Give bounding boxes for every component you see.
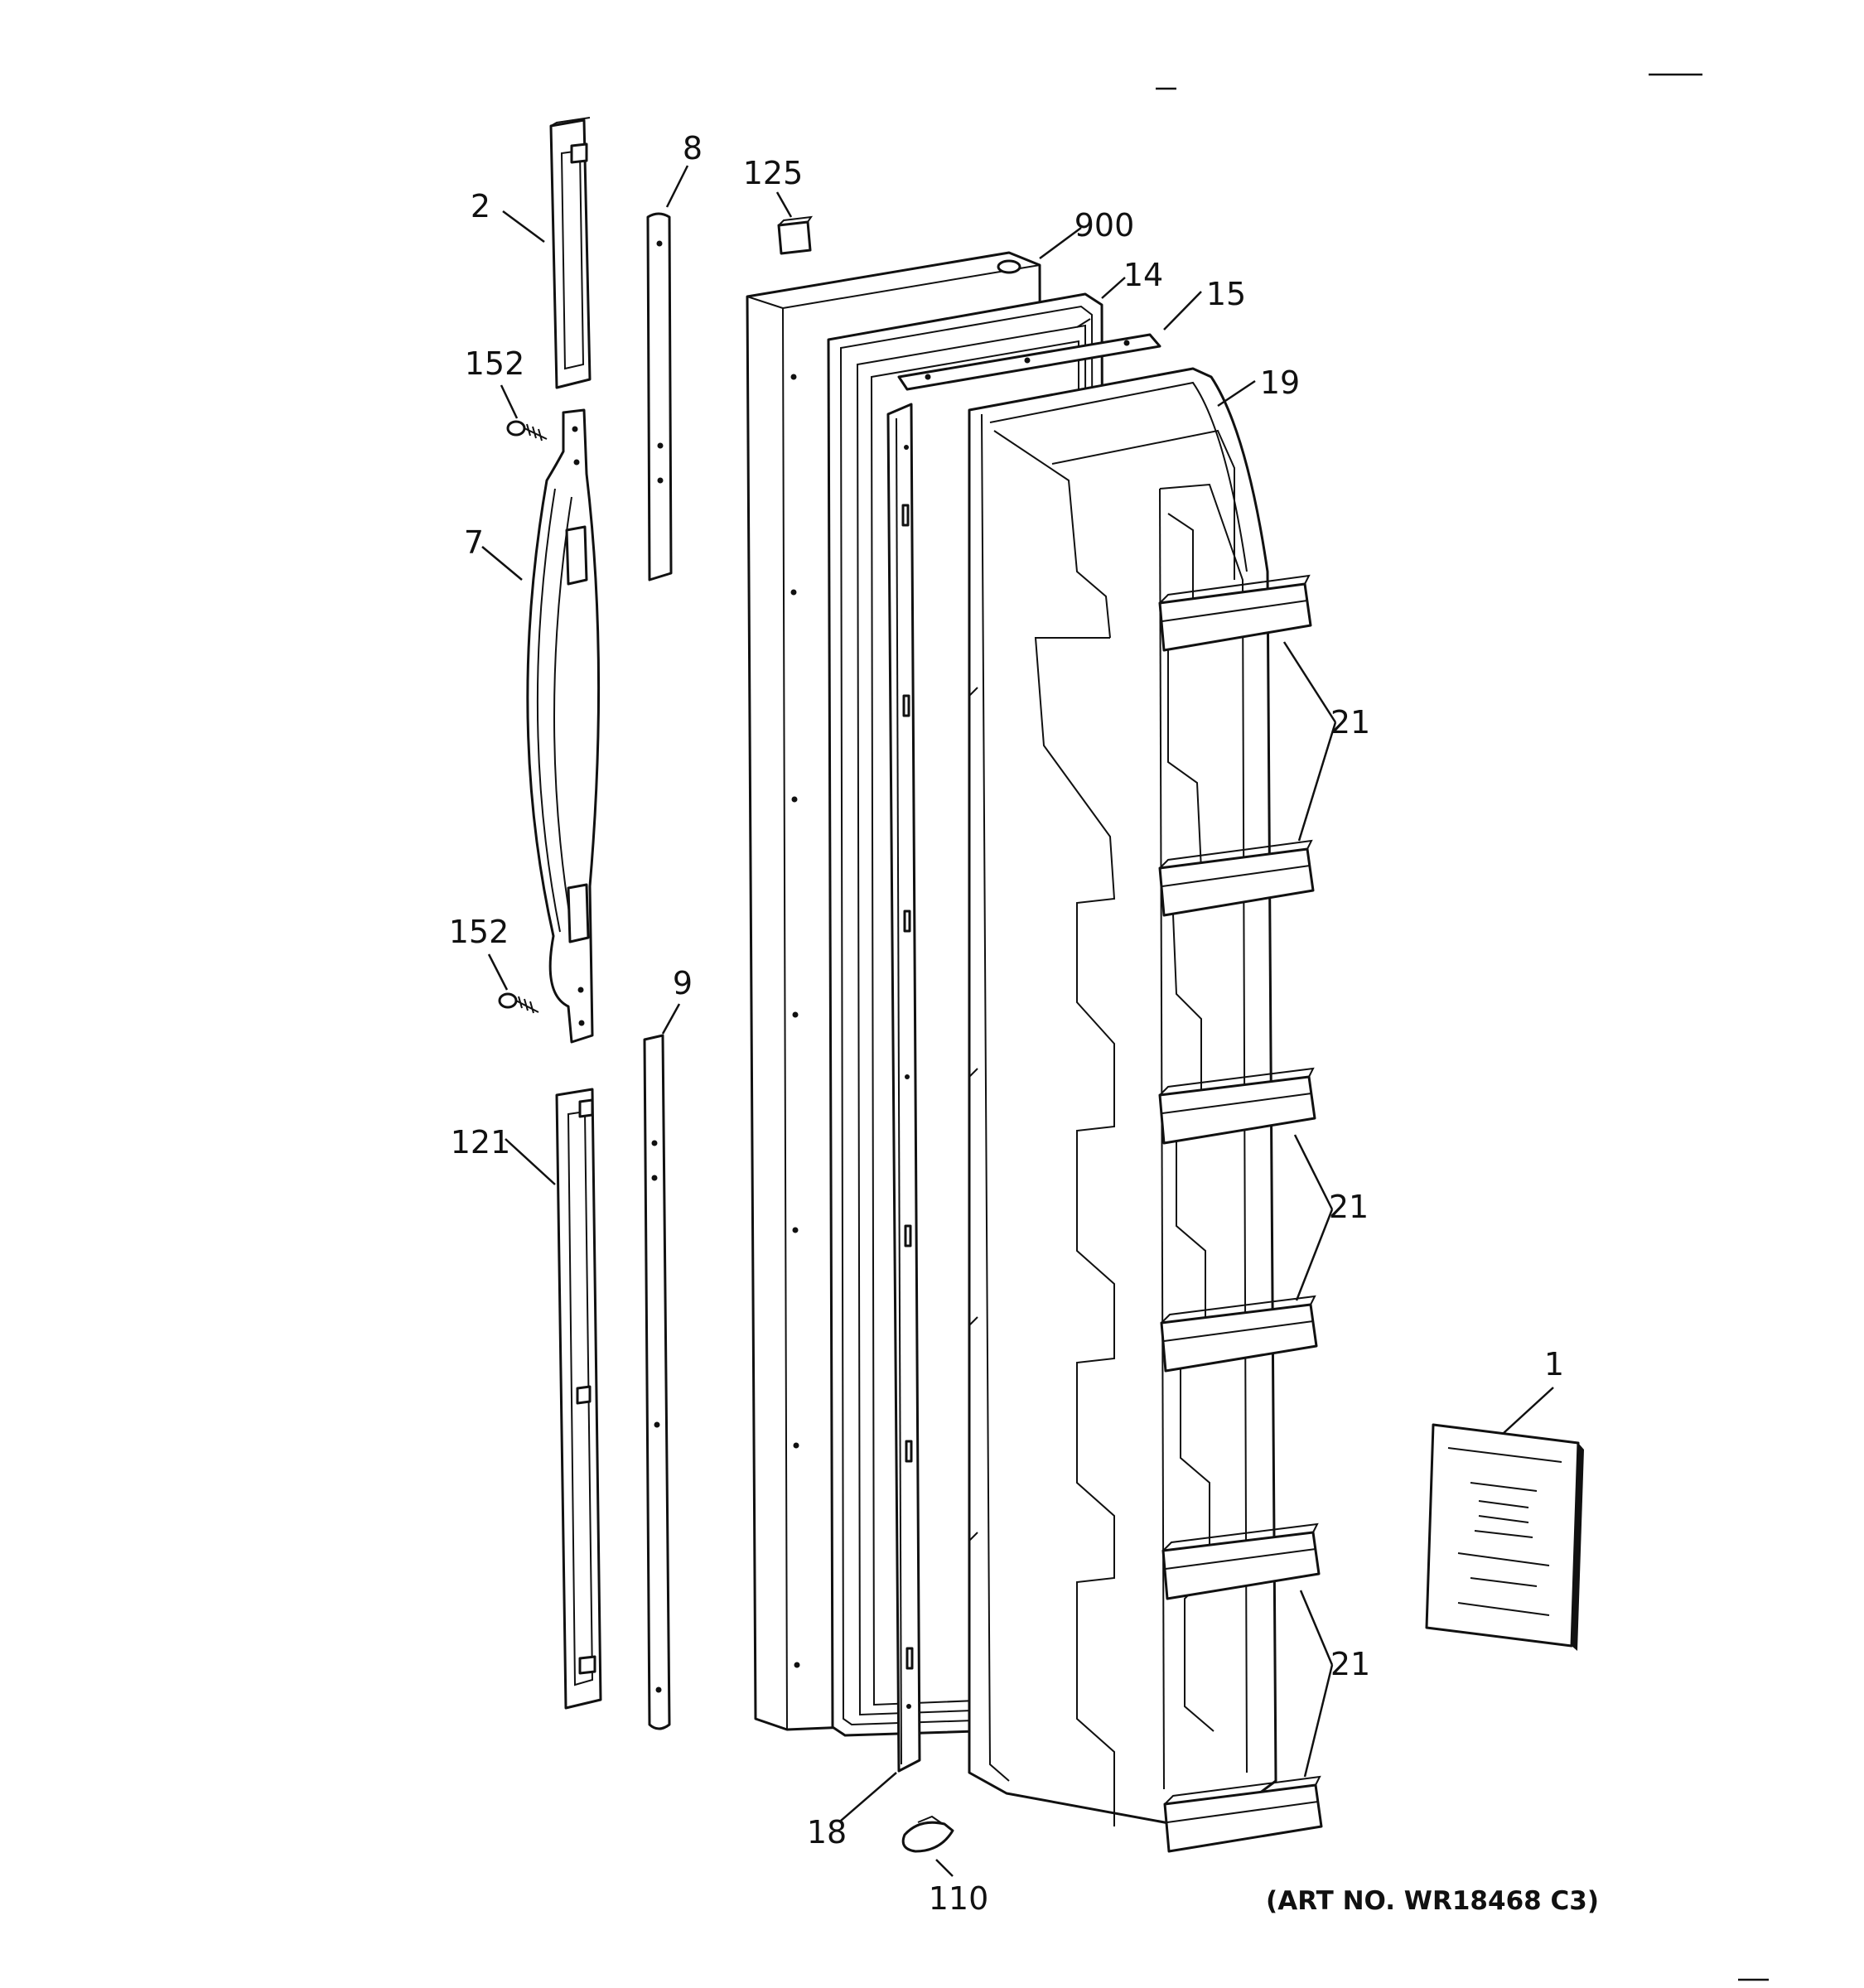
- callout-19: 19: [1260, 364, 1300, 401]
- callout-7: 7: [464, 524, 484, 561]
- art-number: (ART NO. WR18468 C3): [1266, 1886, 1599, 1916]
- callout-21-bottom: 21: [1330, 1646, 1370, 1682]
- shelf-rail: [1160, 1295, 1318, 1373]
- part-1-owners-manual: [1425, 1423, 1584, 1651]
- callout-152-bottom: 152: [449, 914, 509, 950]
- part-2-handle-trim-top: [549, 117, 592, 389]
- callout-labels: 2 8 125 900 14 15 19 152 7 21 152 9 121 …: [449, 130, 1564, 1917]
- shelf-rail: [1161, 1522, 1321, 1600]
- callout-152-top: 152: [465, 345, 525, 382]
- callout-18: 18: [807, 1814, 847, 1850]
- callout-110: 110: [929, 1880, 989, 1917]
- part-121-handle-trim-bottom: [555, 1088, 602, 1710]
- part-9-trim-strip-bottom: [643, 1034, 671, 1730]
- part-152-screw-bottom: [498, 992, 539, 1014]
- part-125-plug: [777, 215, 814, 255]
- part-15-mounting-strip: [897, 333, 1161, 391]
- callout-21-top: 21: [1330, 704, 1370, 741]
- part-152-screw-top: [506, 420, 548, 442]
- part-19-inner-door-liner: [968, 367, 1277, 1832]
- callout-9: 9: [673, 965, 693, 1001]
- shelf-rail: [1158, 574, 1312, 652]
- callout-121: 121: [451, 1124, 511, 1160]
- part-7-door-handle: [526, 408, 601, 1044]
- callout-21-middle: 21: [1329, 1189, 1369, 1225]
- shelf-rail: [1158, 1067, 1316, 1145]
- panel-holes: [790, 374, 800, 1668]
- part-18-liner-strip: [886, 403, 921, 1773]
- shelf-rail: [1163, 1775, 1323, 1853]
- part-21-shelf-rails: [1158, 574, 1323, 1853]
- part-8-trim-strip-top: [646, 212, 673, 581]
- callout-15: 15: [1206, 276, 1246, 312]
- part-110-hinge-cap: [901, 1815, 954, 1853]
- shelf-rail: [1158, 839, 1315, 917]
- callout-14: 14: [1123, 257, 1163, 293]
- callout-125: 125: [743, 155, 804, 191]
- callout-2: 2: [471, 188, 490, 224]
- callout-8: 8: [683, 130, 703, 166]
- leader-lines: [481, 165, 1554, 1877]
- callout-1: 1: [1544, 1346, 1564, 1382]
- callout-900: 900: [1074, 207, 1135, 244]
